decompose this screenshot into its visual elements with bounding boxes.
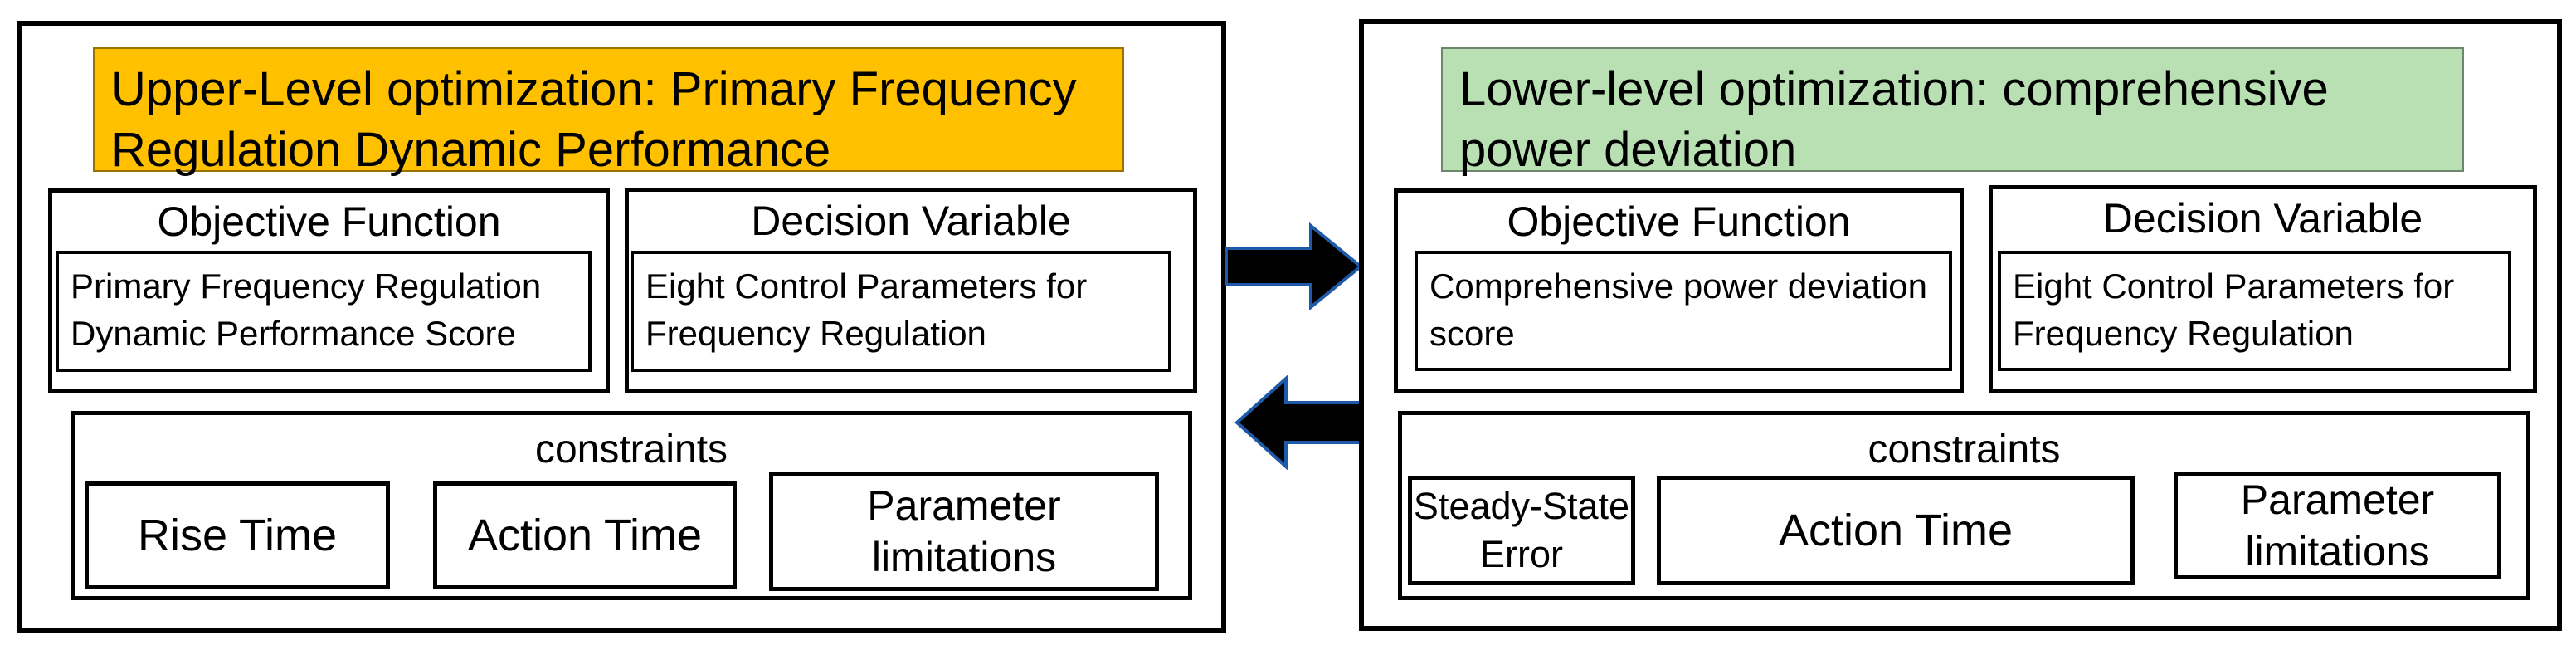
constraint-parameter-limitations-box: Parameter limitations bbox=[769, 472, 1159, 591]
upper-header: Upper-Level optimization: Primary Freque… bbox=[93, 47, 1124, 177]
lower-objective-text-line: Comprehensive power deviation bbox=[1429, 266, 1927, 306]
upper-objective-text-line: Primary Frequency Regulation bbox=[71, 266, 542, 306]
upper-decision-text-line: Frequency Regulation bbox=[645, 314, 986, 353]
constraint-text-line: Steady-State bbox=[1413, 485, 1630, 527]
lower-decision-content-box: Eight Control Parameters for Frequency R… bbox=[1998, 251, 2511, 371]
constraint-steady-state-error-box: Steady-State Error bbox=[1408, 476, 1635, 585]
constraint-text-line: Rise Time bbox=[137, 511, 338, 560]
upper-objective-content-box: Primary Frequency Regulation Dynamic Per… bbox=[56, 251, 592, 372]
constraint-text-line: limitations bbox=[871, 534, 1057, 580]
lower-objective-text-line: score bbox=[1429, 314, 1515, 353]
constraints-label: constraints bbox=[534, 428, 728, 472]
upper-constraints-box: constraints Rise Time Action Time Parame… bbox=[71, 411, 1192, 600]
upper-decision-variable-box: Decision Variable Eight Control Paramete… bbox=[625, 188, 1197, 393]
upper-objective-function-box: Objective Function Primary Frequency Reg… bbox=[48, 188, 610, 393]
constraint-text-line: Error bbox=[1480, 533, 1563, 575]
upper-decision-content-box: Eight Control Parameters for Frequency R… bbox=[631, 251, 1171, 372]
lower-objective-function-box: Objective Function Comprehensive power d… bbox=[1394, 188, 1964, 393]
lower-header: Lower-level optimization: comprehensive … bbox=[1441, 47, 2464, 177]
flow-left-arrow-icon bbox=[1234, 375, 1367, 470]
constraint-parameter-limitations-box: Parameter limitations bbox=[2174, 472, 2501, 579]
decision-variable-label: Decision Variable bbox=[2102, 195, 2423, 242]
lower-decision-variable-box: Decision Variable Eight Control Paramete… bbox=[1989, 185, 2537, 393]
upper-decision-text-line: Eight Control Parameters for bbox=[645, 266, 1088, 306]
decision-variable-label: Decision Variable bbox=[751, 198, 1071, 244]
lower-decision-text-line: Eight Control Parameters for bbox=[2013, 266, 2455, 306]
flow-right-arrow-icon bbox=[1225, 222, 1364, 310]
constraints-label: constraints bbox=[1867, 428, 2061, 472]
lower-constraints-box: constraints Steady-State Error Action Ti… bbox=[1398, 411, 2530, 600]
objective-function-label: Objective Function bbox=[1507, 198, 1851, 245]
lower-level-panel: Lower-level optimization: comprehensive … bbox=[1359, 19, 2562, 631]
constraint-text-line: Parameter bbox=[2240, 477, 2435, 523]
lower-header-line: power deviation bbox=[1459, 123, 1797, 177]
constraint-text-line: Parameter bbox=[867, 482, 1061, 529]
upper-level-panel: Upper-Level optimization: Primary Freque… bbox=[17, 21, 1226, 633]
constraint-text-line: Action Time bbox=[467, 511, 703, 560]
lower-objective-content-box: Comprehensive power deviation score bbox=[1415, 251, 1952, 371]
constraint-rise-time-box: Rise Time bbox=[85, 481, 390, 589]
upper-header-line: Regulation Dynamic Performance bbox=[111, 123, 831, 177]
lower-header-line: Lower-level optimization: comprehensive bbox=[1459, 62, 2329, 116]
constraint-text-line: Action Time bbox=[1778, 506, 2014, 555]
constraint-text-line: limitations bbox=[2245, 528, 2430, 574]
constraint-action-time-box: Action Time bbox=[433, 481, 737, 589]
upper-objective-text-line: Dynamic Performance Score bbox=[71, 314, 516, 353]
upper-header-line: Upper-Level optimization: Primary Freque… bbox=[111, 62, 1077, 116]
lower-decision-text-line: Frequency Regulation bbox=[2013, 314, 2354, 353]
constraint-action-time-box: Action Time bbox=[1657, 476, 2135, 585]
objective-function-label: Objective Function bbox=[157, 198, 501, 245]
